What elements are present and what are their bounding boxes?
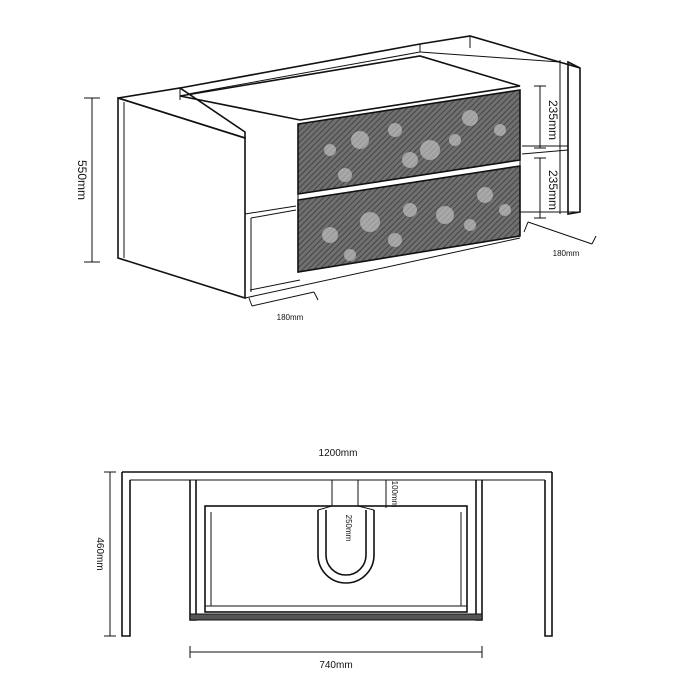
front-height-label: 460mm [94, 537, 105, 570]
drawer-texture-speckle [322, 110, 511, 261]
height-label: 550mm [75, 160, 89, 200]
front-view: 1200mm 100mm 250mm [94, 448, 553, 671]
drawer-top-height-label: 235mm [546, 100, 560, 140]
right-shelf-depth-label: 180mm [553, 249, 580, 258]
trap-label: 250mm [344, 515, 353, 542]
left-shelf-depth-dimension: 180mm [248, 291, 319, 322]
inner-width-dimension: 740mm [189, 646, 483, 671]
height-dimension: 550mm [75, 97, 100, 263]
right-shelf-depth-dimension: 180mm [523, 221, 597, 258]
bottom-board [189, 613, 483, 621]
drawer-height-dimensions: 235mm 235mm [534, 85, 560, 219]
left-side-panel [117, 96, 246, 300]
left-leg [121, 472, 131, 637]
right-leg [544, 472, 553, 637]
back-top-edge [179, 35, 581, 89]
cut-depth-label: 100mm [390, 481, 399, 508]
front-height-dimension: 460mm [94, 471, 116, 637]
drawer-bottom-height-label: 235mm [546, 170, 560, 210]
right-side-panel [567, 60, 581, 215]
inner-width-label: 740mm [319, 660, 352, 671]
inner-cabinet-box [204, 505, 468, 613]
carcass-top [179, 55, 521, 121]
overall-width-label: 1200mm [319, 448, 358, 459]
isometric-view: 550mm [75, 35, 597, 322]
left-shelf-depth-label: 180mm [277, 313, 304, 322]
siphon-cutout [317, 510, 375, 584]
